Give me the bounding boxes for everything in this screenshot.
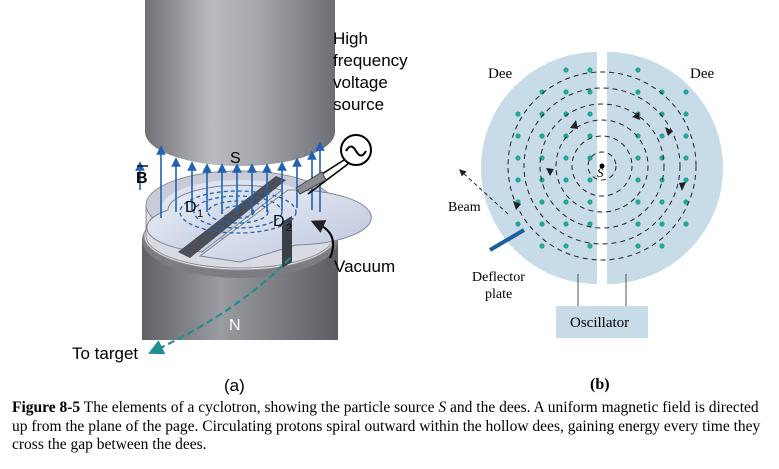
field-dot [515, 221, 521, 227]
deflector-plate [488, 228, 526, 252]
field-dot [659, 243, 665, 249]
dee-right [607, 52, 723, 284]
caption-text-1: The elements of a cyclotron, showing the… [80, 399, 439, 416]
label-source-line1: High [333, 29, 368, 48]
source-point [599, 163, 605, 169]
field-dot [659, 177, 665, 183]
field-dot [683, 221, 689, 227]
label-pole-s: S [230, 150, 241, 167]
vacuum-pointer [310, 220, 334, 259]
label-d1-sub: 1 [197, 208, 203, 220]
magnetic-field-lines [135, 141, 325, 218]
field-dot [587, 89, 593, 95]
caption-text-2: and the dees. A uniform magnetic field i… [12, 399, 761, 453]
beam-exit-arrow [459, 169, 509, 215]
panel-a: High frequency voltage source S B D 1 D … [72, 0, 408, 395]
label-source-line2: frequency [333, 51, 408, 70]
label-pole-n: N [229, 317, 241, 334]
field-dot [683, 177, 689, 183]
field-dot [563, 243, 569, 249]
caption-figure-label: Figure 8-5 [12, 399, 81, 416]
label-d2-sub: 2 [286, 222, 292, 234]
label-beam: Beam [448, 200, 481, 215]
orbit-arrows [513, 112, 686, 210]
field-dot [539, 199, 545, 205]
field-dot [539, 243, 545, 249]
field-dot [659, 89, 665, 95]
label-d2: D [273, 213, 285, 230]
proton-spiral [179, 190, 297, 234]
dee-left [481, 52, 597, 284]
caption-text-s: S [438, 399, 447, 416]
label-vacuum: Vacuum [334, 257, 395, 276]
field-dot [587, 221, 593, 227]
field-dot [563, 67, 569, 73]
upper-pole [145, 0, 335, 166]
field-dot [635, 177, 641, 183]
field-dots [515, 67, 689, 249]
field-dot [635, 199, 641, 205]
beam-to-target [148, 257, 291, 355]
field-dot [587, 133, 593, 139]
field-dot [683, 133, 689, 139]
label-deflector-line1: Deflector [472, 270, 525, 285]
label-d1: D [185, 199, 197, 216]
field-dot [563, 177, 569, 183]
lead-connector [295, 171, 327, 195]
field-dot [635, 221, 641, 227]
label-source-line4: source [333, 95, 384, 114]
field-dot [635, 89, 641, 95]
field-dot [659, 199, 665, 205]
field-dot [587, 155, 593, 161]
field-dot [515, 111, 521, 117]
label-dee-left: Dee [488, 66, 512, 82]
field-dot [563, 199, 569, 205]
field-dot [683, 155, 689, 161]
field-dot [683, 89, 689, 95]
label-b-field: B [136, 170, 148, 187]
sine-wave-icon [345, 145, 367, 157]
panel-b-label: (b) [590, 376, 610, 393]
panel-b: Dee Dee S Beam Deflector plate Oscillato… [448, 52, 723, 393]
label-dee-right: Dee [690, 66, 714, 82]
field-dot [539, 133, 545, 139]
label-to-target: To target [72, 344, 138, 363]
field-dot [515, 133, 521, 139]
cyclotron-figure: High frequency voltage source S B D 1 D … [72, 0, 723, 395]
field-dot [539, 89, 545, 95]
field-dot [563, 155, 569, 161]
field-dot [587, 111, 593, 117]
panel-a-label: (a) [224, 376, 245, 395]
field-dot [539, 221, 545, 227]
label-source-line3: voltage [333, 73, 388, 92]
field-dot [563, 111, 569, 117]
field-dot [635, 67, 641, 73]
field-dot [683, 111, 689, 117]
field-dot [683, 199, 689, 205]
field-dot [659, 221, 665, 227]
field-dot [563, 221, 569, 227]
field-dot [587, 67, 593, 73]
proton-orbit-spiral [507, 71, 697, 261]
field-dot [563, 133, 569, 139]
label-oscillator: Oscillator [570, 315, 629, 331]
label-source-s: S [597, 165, 604, 180]
field-dot [563, 89, 569, 95]
field-dot [587, 177, 593, 183]
field-dot [659, 133, 665, 139]
field-dot [635, 243, 641, 249]
figure-caption: Figure 8-5 The elements of a cyclotron, … [12, 399, 772, 455]
field-dot [515, 155, 521, 161]
d2-side [282, 216, 292, 268]
label-deflector-line2: plate [485, 287, 512, 302]
field-dot [587, 199, 593, 205]
oscillator-box [556, 306, 648, 338]
field-dot [635, 133, 641, 139]
field-dot [635, 155, 641, 161]
field-dot [515, 177, 521, 183]
field-dot [587, 243, 593, 249]
